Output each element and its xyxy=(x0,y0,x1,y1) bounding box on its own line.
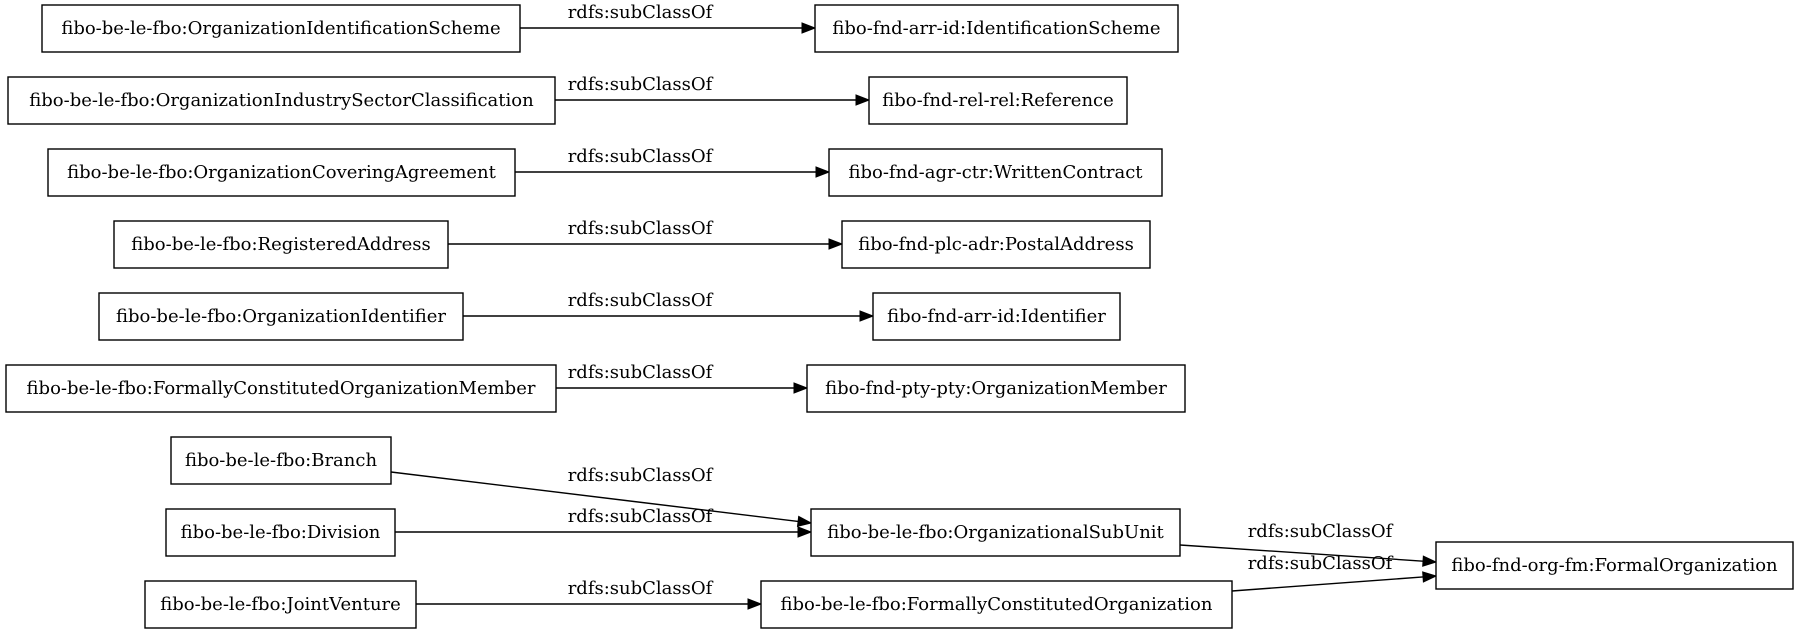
edge-n17-n18: rdfs:subClassOf xyxy=(416,578,763,610)
arrowhead-icon xyxy=(1422,571,1438,583)
edge-label: rdfs:subClassOf xyxy=(1248,521,1394,542)
node-box xyxy=(814,4,1179,53)
class-node-n5: fibo-be-le-fbo:OrganizationCoveringAgree… xyxy=(47,148,516,197)
class-node-n4: fibo-fnd-rel-rel:Reference xyxy=(868,76,1128,125)
class-node-n1: fibo-be-le-fbo:OrganizationIdentificatio… xyxy=(41,4,521,53)
node-label: fibo-fnd-arr-id:IdentificationScheme xyxy=(832,18,1160,39)
node-label: fibo-be-le-fbo:FormallyConstitutedOrgani… xyxy=(27,378,536,399)
arrowhead-icon xyxy=(801,22,817,34)
class-node-n2: fibo-fnd-arr-id:IdentificationScheme xyxy=(814,4,1179,53)
arrowhead-icon xyxy=(815,166,831,178)
node-box xyxy=(1435,541,1794,590)
node-label: fibo-fnd-agr-ctr:WrittenContract xyxy=(848,162,1143,183)
node-label: fibo-fnd-org-fm:FormalOrganization xyxy=(1451,555,1778,576)
edge-label: rdfs:subClassOf xyxy=(568,218,714,239)
edge-n18-n16: rdfs:subClassOf xyxy=(1231,553,1438,592)
arrowhead-icon xyxy=(1422,555,1438,567)
edge-label: rdfs:subClassOf xyxy=(568,578,714,599)
edge-line xyxy=(1231,576,1424,592)
node-label: fibo-be-le-fbo:Branch xyxy=(185,450,378,471)
node-box xyxy=(41,4,521,53)
edge-n15-n14: rdfs:subClassOf xyxy=(395,506,813,538)
node-label: fibo-fnd-rel-rel:Reference xyxy=(882,90,1114,111)
class-node-n10: fibo-fnd-arr-id:Identifier xyxy=(872,292,1121,341)
edge-label: rdfs:subClassOf xyxy=(568,362,714,383)
node-label: fibo-fnd-pty-pty:OrganizationMember xyxy=(825,378,1167,399)
node-box xyxy=(828,148,1163,197)
edge-n1-n2: rdfs:subClassOf xyxy=(520,2,817,34)
node-box xyxy=(47,148,516,197)
node-label: fibo-be-le-fbo:OrganizationIndustrySecto… xyxy=(29,90,534,111)
node-box xyxy=(868,76,1128,125)
edge-n5-n6: rdfs:subClassOf xyxy=(515,146,831,178)
node-label: fibo-fnd-plc-adr:PostalAddress xyxy=(858,234,1134,255)
edge-line xyxy=(1179,544,1424,562)
edge-label: rdfs:subClassOf xyxy=(568,146,714,167)
node-box xyxy=(760,580,1233,629)
node-box xyxy=(98,292,464,341)
node-box xyxy=(144,580,417,629)
edge-n3-n4: rdfs:subClassOf xyxy=(555,74,871,106)
class-node-n6: fibo-fnd-agr-ctr:WrittenContract xyxy=(828,148,1163,197)
node-box xyxy=(5,364,557,413)
class-node-n13: fibo-be-le-fbo:Branch xyxy=(170,436,392,485)
class-node-n15: fibo-be-le-fbo:Division xyxy=(165,508,396,557)
arrowhead-icon xyxy=(796,515,813,528)
edge-n7-n8: rdfs:subClassOf xyxy=(448,218,844,250)
edge-label: rdfs:subClassOf xyxy=(568,290,714,311)
arrowhead-icon xyxy=(797,526,813,538)
arrowhead-icon xyxy=(859,310,875,322)
class-node-n9: fibo-be-le-fbo:OrganizationIdentifier xyxy=(98,292,464,341)
node-box xyxy=(170,436,392,485)
node-label: fibo-be-le-fbo:OrganizationIdentifier xyxy=(116,306,446,327)
node-box xyxy=(872,292,1121,341)
node-box xyxy=(806,364,1186,413)
class-node-n18: fibo-be-le-fbo:FormallyConstitutedOrgani… xyxy=(760,580,1233,629)
node-box xyxy=(165,508,396,557)
nodes-layer: fibo-be-le-fbo:OrganizationIdentificatio… xyxy=(5,4,1794,629)
class-node-n14: fibo-be-le-fbo:OrganizationalSubUnit xyxy=(810,508,1181,557)
edge-n11-n12: rdfs:subClassOf xyxy=(556,362,809,394)
node-label: fibo-be-le-fbo:JointVenture xyxy=(160,594,401,615)
node-box xyxy=(7,76,556,125)
arrowhead-icon xyxy=(855,94,871,106)
arrowhead-icon xyxy=(793,382,809,394)
edges-layer: rdfs:subClassOf rdfs:subClassOf rdfs:subCl… xyxy=(390,2,1438,610)
arrowhead-icon xyxy=(828,238,844,250)
edge-n14-n16: rdfs:subClassOf xyxy=(1179,521,1438,567)
edge-n9-n10: rdfs:subClassOf xyxy=(463,290,875,322)
node-label: fibo-be-le-fbo:FormallyConstitutedOrgani… xyxy=(781,594,1213,615)
node-label: fibo-fnd-arr-id:Identifier xyxy=(887,306,1106,327)
class-node-n8: fibo-fnd-plc-adr:PostalAddress xyxy=(841,220,1151,269)
node-label: fibo-be-le-fbo:Division xyxy=(181,522,381,543)
node-label: fibo-be-le-fbo:OrganizationalSubUnit xyxy=(827,522,1164,543)
class-node-n12: fibo-fnd-pty-pty:OrganizationMember xyxy=(806,364,1186,413)
node-label: fibo-be-le-fbo:OrganizationIdentificatio… xyxy=(61,18,500,39)
node-label: fibo-be-le-fbo:RegisteredAddress xyxy=(131,234,430,255)
edge-label: rdfs:subClassOf xyxy=(568,2,714,23)
class-node-n3: fibo-be-le-fbo:OrganizationIndustrySecto… xyxy=(7,76,556,125)
arrowhead-icon xyxy=(747,598,763,610)
edge-label: rdfs:subClassOf xyxy=(568,465,714,486)
class-node-n11: fibo-be-le-fbo:FormallyConstitutedOrgani… xyxy=(5,364,557,413)
edge-n13-n14: rdfs:subClassOf xyxy=(390,465,813,528)
class-node-n17: fibo-be-le-fbo:JointVenture xyxy=(144,580,417,629)
edge-label: rdfs:subClassOf xyxy=(568,506,714,527)
node-box xyxy=(810,508,1181,557)
class-node-n7: fibo-be-le-fbo:RegisteredAddress xyxy=(113,220,449,269)
edge-label: rdfs:subClassOf xyxy=(568,74,714,95)
edge-line xyxy=(390,471,799,523)
class-node-n16: fibo-fnd-org-fm:FormalOrganization xyxy=(1435,541,1794,590)
node-label: fibo-be-le-fbo:OrganizationCoveringAgree… xyxy=(67,162,497,183)
node-box xyxy=(113,220,449,269)
edge-label: rdfs:subClassOf xyxy=(1248,553,1394,574)
node-box xyxy=(841,220,1151,269)
